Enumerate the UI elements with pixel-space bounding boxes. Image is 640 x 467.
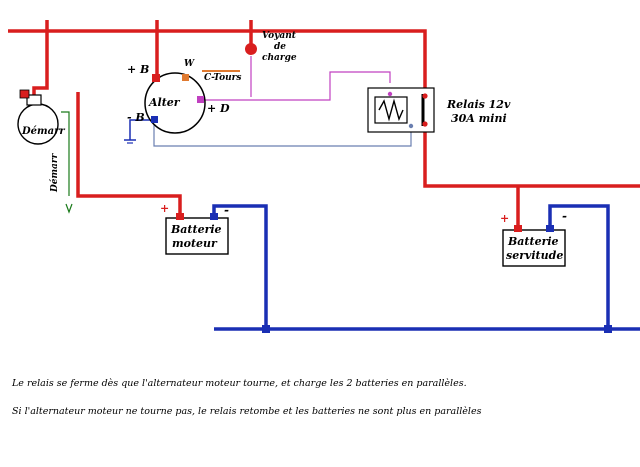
- caption-line-1: Le relais se ferme dès que l'alternateur…: [12, 378, 467, 389]
- alt-d-plus-label: + D: [207, 102, 230, 115]
- engine-minus-sign: -: [224, 203, 229, 217]
- alternator-w-terminal: [182, 74, 189, 81]
- starter-wire-label: Démarr: [49, 152, 60, 193]
- engine-plus-sign: +: [160, 202, 169, 215]
- main-positive-bus: [8, 29, 427, 88]
- alt-w-label: W: [184, 59, 195, 69]
- battery-engine: [165, 213, 229, 255]
- signal-wires: [61, 56, 412, 214]
- battery-engine-label-2: moteur: [172, 237, 218, 250]
- alt-b-minus-label: - B: [127, 111, 145, 124]
- service-plus-sign: +: [500, 212, 509, 225]
- lamp-label-2: de: [274, 42, 286, 52]
- battery-service-label-2: servitude: [506, 249, 563, 262]
- lamp-label-3: charge: [262, 53, 297, 63]
- alternator-b-plus-terminal: [152, 74, 160, 82]
- starter-label: Démarr: [21, 126, 65, 137]
- alternator-d-plus-terminal: [197, 96, 204, 103]
- ground-nodes: [262, 325, 612, 333]
- service-minus-sign: -: [562, 209, 567, 223]
- battery-service-label-1: Batterie: [507, 235, 559, 248]
- alt-b-plus-label: + B: [127, 63, 149, 76]
- relay-label-1: Relais 12v: [446, 98, 511, 111]
- alternator: [144, 72, 206, 134]
- charge-lamp-icon: [245, 43, 257, 55]
- alternator-label: Alter: [148, 96, 181, 109]
- lamp-label-1: Voyant: [262, 31, 297, 41]
- battery-engine-label-1: Batterie: [170, 223, 222, 236]
- starter-motor: [17, 89, 59, 145]
- positive-wires: [8, 20, 640, 230]
- relay-label-2: 30A mini: [451, 112, 507, 125]
- tach-label: C-Tours: [204, 73, 241, 83]
- battery-service: [502, 225, 566, 267]
- negative-wires: [212, 204, 640, 331]
- service-positive-bus: [423, 125, 640, 188]
- alternator-b-minus-terminal: [151, 116, 158, 123]
- relay: [367, 87, 435, 133]
- caption-line-2: Si l'alternateur moteur ne tourne pas, l…: [12, 406, 482, 417]
